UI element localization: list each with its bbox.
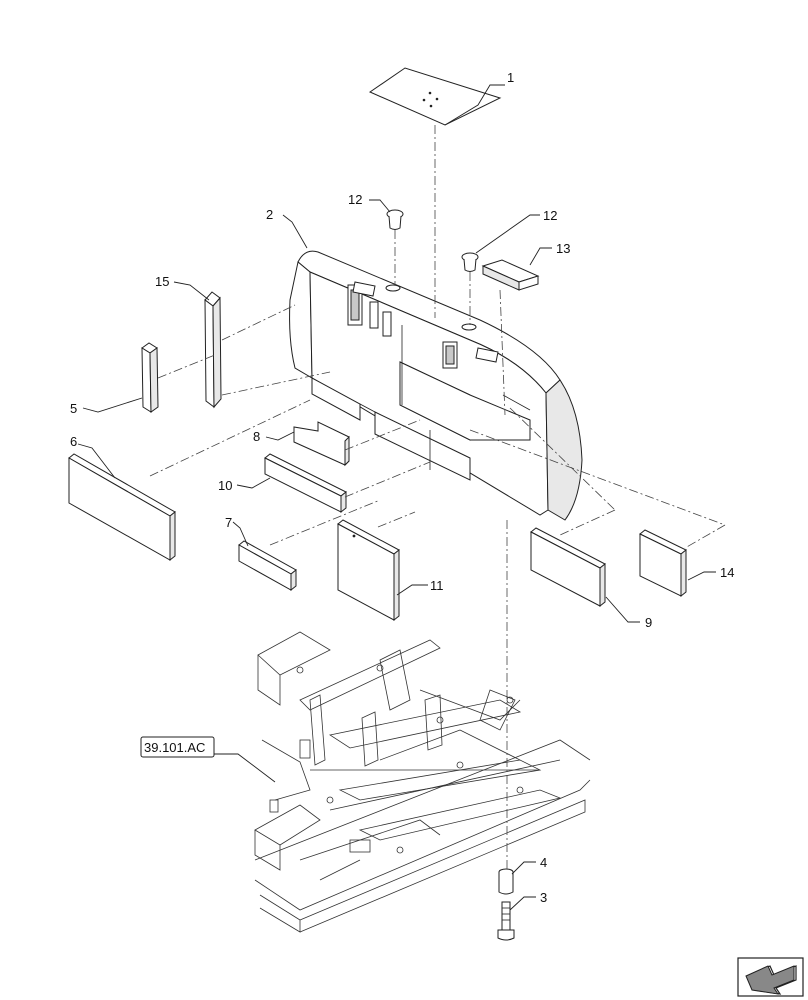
part-13-block [481,259,540,291]
callout-11: 11 [430,578,444,593]
alignment-lines [149,125,726,870]
part-1-cover-plate [368,67,502,126]
part-8-notched-pad [293,421,350,467]
part-7-small-pad [238,540,297,592]
part-5-short-strip [141,342,159,413]
part-10-long-pad [264,453,347,514]
callout-6: 6 [70,434,77,449]
callout-8: 8 [253,429,260,444]
callout-12-right: 12 [543,208,557,223]
leader-lines [77,84,716,911]
callout-7: 7 [225,515,232,530]
callout-3: 3 [540,890,547,905]
part-2-counterweight [289,250,583,521]
part-4-spacer [498,868,514,895]
callout-2: 2 [266,207,273,222]
part-6-large-pad [68,453,176,562]
machine-frame [254,631,591,933]
callout-12-left: 12 [348,192,362,207]
reference-label[interactable]: 39.101.AC [144,740,205,755]
callout-5: 5 [70,401,77,416]
part-15-tall-strip [204,291,222,409]
callout-14: 14 [720,565,734,580]
part-11-square-plate [337,519,400,622]
arrow-back-icon[interactable] [737,957,804,997]
callout-10: 10 [218,478,232,493]
part-14-pad [639,529,687,598]
callout-9: 9 [645,615,652,630]
part-9-pad [530,527,606,608]
callout-4: 4 [540,855,547,870]
part-3-bolt [497,901,515,941]
callout-1: 1 [507,70,514,85]
reference-link-39-101-ac[interactable]: 39.101.AC [140,736,215,758]
callout-13: 13 [556,241,570,256]
callout-15: 15 [155,274,169,289]
part-12-plug-right [461,252,479,272]
part-12-plug-left [386,209,404,230]
callout-labels: 1 2 3 4 5 6 7 8 9 10 11 12 12 13 14 15 [70,70,734,905]
